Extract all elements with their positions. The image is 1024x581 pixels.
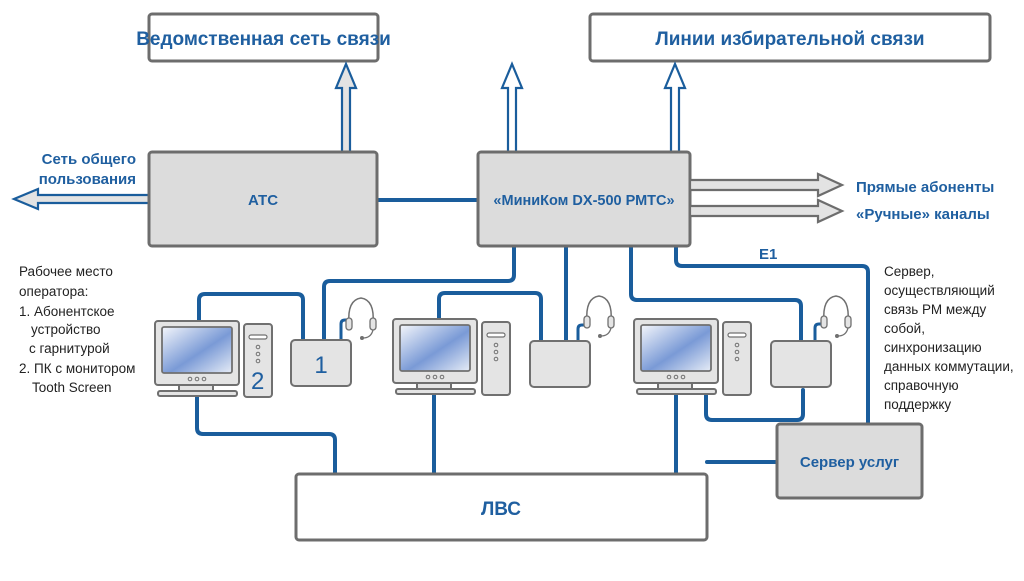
public-network-label-line1: Сеть общего: [42, 151, 136, 168]
subscriber-device-3: [770, 340, 832, 388]
wires: [195, 198, 870, 478]
subscriber-device-2: [529, 340, 591, 388]
legend-right-line: собой,: [884, 321, 925, 336]
workstation-3: [633, 318, 752, 396]
device-marker: 1: [314, 352, 327, 379]
pc-marker: 2: [251, 368, 264, 395]
workstation-1: 2: [154, 320, 273, 398]
e1-label: E1: [759, 246, 777, 263]
legend-left-line: оператора:: [19, 284, 88, 299]
legend-left-line: устройство: [31, 322, 101, 337]
lan-box: ЛВС: [294, 472, 709, 542]
wire-e1: [674, 244, 870, 427]
direct-subscribers-label: Прямые абоненты: [856, 179, 994, 196]
wire-minikom-device3: [629, 244, 803, 343]
wire-pc1-device1: [197, 292, 305, 342]
legend-right: Сервер, осуществляющий связь РМ между со…: [884, 264, 1014, 412]
legend-right-line: поддержку: [884, 397, 951, 412]
minikom-box: «МиниКом DX-500 РМТС»: [476, 150, 692, 248]
minikom-label: «МиниКом DX-500 РМТС»: [493, 193, 674, 209]
manual-channels-label: «Ручные» каналы: [856, 206, 990, 223]
wire-pc3-device3: [704, 388, 805, 422]
headset-icon: [820, 295, 852, 338]
legend-left: Рабочее место оператора: 1. Абонентское …: [19, 264, 135, 395]
subscriber-device-1: 1: [290, 339, 352, 387]
arrow-direct-subscribers: [688, 172, 845, 198]
legend-left-line: Рабочее место: [19, 264, 113, 279]
atc-box: АТС: [147, 150, 379, 248]
selective-lines-label: Линии избирательной связи: [655, 29, 924, 50]
departmental-network-label: Ведомственная сеть связи: [136, 29, 391, 50]
monitor-icon: [392, 318, 478, 395]
legend-right-line: данных коммутации,: [884, 359, 1014, 374]
wire-pc2-device2: [437, 291, 543, 343]
workstation-2: [392, 318, 511, 396]
departmental-network-box: Ведомственная сеть связи: [136, 12, 391, 63]
arrow-manual-channels: [688, 198, 845, 224]
pc-tower-icon: [481, 321, 511, 396]
atc-label: АТС: [248, 192, 278, 209]
arrow-minikom-to-selective: [663, 61, 687, 154]
pc-tower-icon: [243, 323, 273, 398]
wire-minikom-device1: [322, 244, 516, 342]
headset-cord-3: [813, 322, 825, 343]
legend-right-line: Сервер,: [884, 264, 935, 279]
legend-left-line: с гарнитурой: [29, 341, 110, 356]
monitor-icon: [633, 318, 719, 395]
arrow-atc-to-public-network: [11, 187, 151, 211]
headset-cord-2: [576, 323, 588, 343]
wire-pc1-lan: [195, 390, 337, 478]
monitor-icon: [154, 320, 240, 397]
selective-lines-box: Линии избирательной связи: [588, 12, 992, 63]
legend-left-line: 2. ПК с монитором: [19, 361, 135, 376]
pc-tower-icon: [722, 321, 752, 396]
headset-icon: [583, 295, 615, 338]
legend-right-line: справочную: [884, 378, 959, 393]
arrow-minikom-to-departmental: [500, 61, 524, 154]
service-server-box: Сервер услуг: [775, 422, 924, 500]
legend-right-line: связь РМ между: [884, 302, 986, 317]
legend-left-line: 1. Абонентское: [19, 304, 115, 319]
arrow-atc-to-departmental: [334, 61, 358, 154]
legend-right-line: синхронизацию: [884, 340, 982, 355]
headset-icon: [345, 297, 377, 340]
service-server-label: Сервер услуг: [800, 454, 899, 471]
lan-label: ЛВС: [481, 499, 521, 520]
legend-right-line: осуществляющий: [884, 283, 995, 298]
public-network-label-line2: пользования: [39, 171, 136, 188]
legend-left-line: Tooth Screen: [32, 380, 112, 395]
headset-cord-1: [339, 318, 351, 342]
